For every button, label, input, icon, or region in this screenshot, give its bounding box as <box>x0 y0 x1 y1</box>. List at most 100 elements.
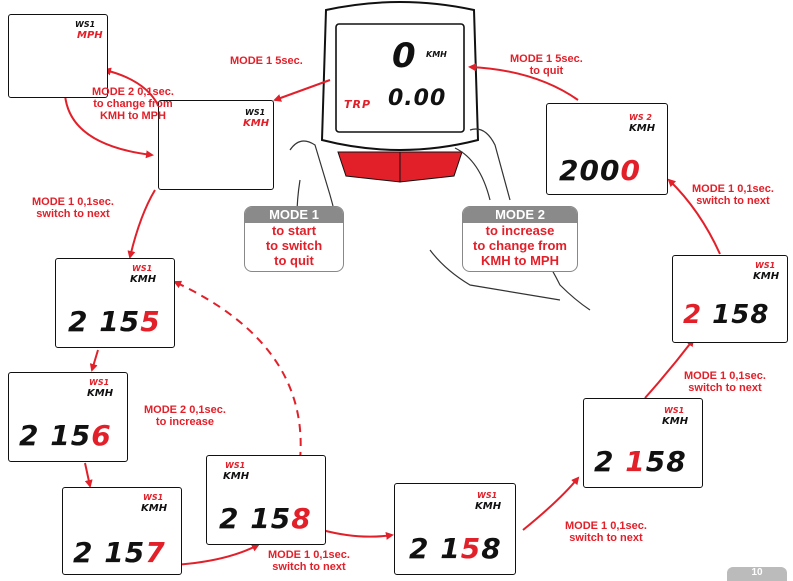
value-prefix: 2 15 <box>19 419 92 452</box>
wheel-size-label: WS1 <box>132 264 153 273</box>
blinking-digit: 2 <box>683 300 703 330</box>
wheel-size-label: WS1 <box>755 261 776 270</box>
label-mode1-next-bottom-right: MODE 1 0,1sec. switch to next <box>565 520 647 544</box>
label-mode1-next-bottom: MODE 1 0,1sec. switch to next <box>268 549 350 573</box>
device-top-value: 0 <box>392 36 417 76</box>
value-prefix: 2 15 <box>73 536 146 569</box>
mode2-callout: MODE 2 to increase to change from KMH to… <box>462 206 578 272</box>
screen-ws1-last-digit: WS1 KMH 2 155 <box>55 258 175 348</box>
wheel-size-value: 2 158 <box>219 502 312 535</box>
wheel-size-value: 2 157 <box>73 536 166 569</box>
mode1-line: to quit <box>274 253 314 268</box>
screen-ws2: WS 2 KMH 2000 <box>546 103 668 195</box>
label-line: MODE 1 0,1sec. <box>692 183 774 195</box>
wheel-size-label: WS1 <box>225 461 246 470</box>
mode2-line: KMH to MPH <box>481 253 559 268</box>
wheel-size-value: 2 158 <box>683 300 769 330</box>
blinking-digit: 6 <box>91 419 112 452</box>
label-line: MODE 1 5sec. <box>510 53 583 65</box>
value-prefix: 2 15 <box>68 305 141 338</box>
wheel-size-label: WS1 <box>477 491 498 500</box>
mode2-title: MODE 2 <box>463 207 577 223</box>
wheel-size-label: WS1 <box>89 378 110 387</box>
cycle-computer <box>320 1 480 183</box>
unit-kmh: KMH <box>141 503 168 514</box>
wheel-size-value: 2 156 <box>19 419 112 452</box>
blinking-digit: 1 <box>625 445 646 478</box>
label-mode1-5sec-quit: MODE 1 5sec. to quit <box>510 53 583 77</box>
wheel-size-label: WS1 <box>664 406 685 415</box>
label-line: switch to next <box>272 561 346 573</box>
wheel-size-label: WS1 <box>245 108 266 117</box>
value-prefix: 2 1 <box>409 532 461 565</box>
screen-ws1-second-digit: WS1 KMH 2 158 <box>583 398 703 488</box>
label-line: MODE 1 0,1sec. <box>268 549 350 561</box>
device-mode-label: TRP <box>344 98 372 111</box>
label-line: MODE 1 0,1sec. <box>565 520 647 532</box>
label-line: to quit <box>529 65 564 77</box>
blinking-digit: 8 <box>291 502 312 535</box>
label-line: switch to next <box>688 382 762 394</box>
screen-mph-setting: WS1 MPH <box>8 14 108 98</box>
label-mode1-next-right-lower: MODE 1 0,1sec. switch to next <box>684 370 766 394</box>
screen-kmh-setting: WS1 KMH <box>158 100 274 190</box>
unit-kmh-blinking: KMH <box>243 118 270 129</box>
label-line: MODE 1 0,1sec. <box>32 196 114 208</box>
unit-kmh: KMH <box>629 123 656 134</box>
screen-ws1-third-digit: WS1 KMH 2 158 <box>394 483 516 575</box>
unit-kmh: KMH <box>475 501 502 512</box>
label-mode2-change-unit: MODE 2 0,1sec. to change from KMH to MPH <box>92 86 174 122</box>
blinking-digit: 0 <box>620 154 641 187</box>
screen-ws1-increase-8: WS1 KMH 2 158 <box>206 455 326 545</box>
wheel-size-label: WS1 <box>75 20 96 29</box>
label-line: switch to next <box>36 208 110 220</box>
label-mode1-5sec: MODE 1 5sec. <box>230 55 303 67</box>
value-suffix: 8 <box>481 532 502 565</box>
label-line: to increase <box>155 416 215 428</box>
unit-mph-blinking: MPH <box>77 30 103 41</box>
screen-ws1-increase-6: WS1 KMH 2 156 <box>8 372 128 462</box>
device-speed-unit: KMH <box>426 50 447 59</box>
label-line: MODE 2 0,1sec. <box>92 86 174 98</box>
blinking-digit: 5 <box>460 532 482 565</box>
unit-kmh: KMH <box>223 471 250 482</box>
mode2-line: to increase <box>485 223 555 238</box>
label-line: MODE 2 0,1sec. <box>144 404 226 416</box>
value-prefix: 200 <box>559 154 621 187</box>
page-number-tab: 10 <box>727 567 787 581</box>
label-mode2-increase: MODE 2 0,1sec. to increase <box>144 404 226 428</box>
label-mode1-next-left: MODE 1 0,1sec. switch to next <box>32 196 114 220</box>
wheel-size-label: WS1 <box>143 493 164 502</box>
label-line: switch to next <box>569 532 643 544</box>
value-prefix: 2 15 <box>219 502 292 535</box>
value-suffix: 158 <box>702 300 770 330</box>
screen-ws1-increase-7: WS1 KMH 2 157 <box>62 487 182 575</box>
label-line: KMH to MPH <box>99 110 166 122</box>
mode2-line: to change from <box>473 238 567 253</box>
blinking-digit: 7 <box>145 536 166 569</box>
wheel-size-value: 2 158 <box>409 532 502 565</box>
device-bottom-value: 0.00 <box>388 86 447 111</box>
label-mode1-next-right-upper: MODE 1 0,1sec. switch to next <box>692 183 774 207</box>
blinking-digit: 5 <box>140 305 161 338</box>
unit-kmh: KMH <box>130 274 157 285</box>
mode1-callout: MODE 1 to start to switch to quit <box>244 206 344 272</box>
wheel-size-label: WS 2 <box>629 113 652 122</box>
label-line: to change from <box>93 98 173 110</box>
mode1-line: to start <box>271 223 317 238</box>
unit-kmh: KMH <box>87 388 114 399</box>
label-line: switch to next <box>696 195 770 207</box>
screen-ws1-first-digit: WS1 KMH 2 158 <box>672 255 788 343</box>
label-line: MODE 1 0,1sec. <box>684 370 766 382</box>
wheel-size-value: 2000 <box>559 154 641 187</box>
value-suffix: 58 <box>645 445 687 478</box>
mode1-line: to switch <box>265 238 323 253</box>
value-prefix: 2 <box>594 445 626 478</box>
wheel-size-value: 2 158 <box>594 445 687 478</box>
mode-buttons <box>337 151 463 183</box>
wheel-size-value: 2 155 <box>68 305 161 338</box>
unit-kmh: KMH <box>662 416 689 427</box>
mode1-title: MODE 1 <box>245 207 343 223</box>
unit-kmh: KMH <box>753 271 780 282</box>
